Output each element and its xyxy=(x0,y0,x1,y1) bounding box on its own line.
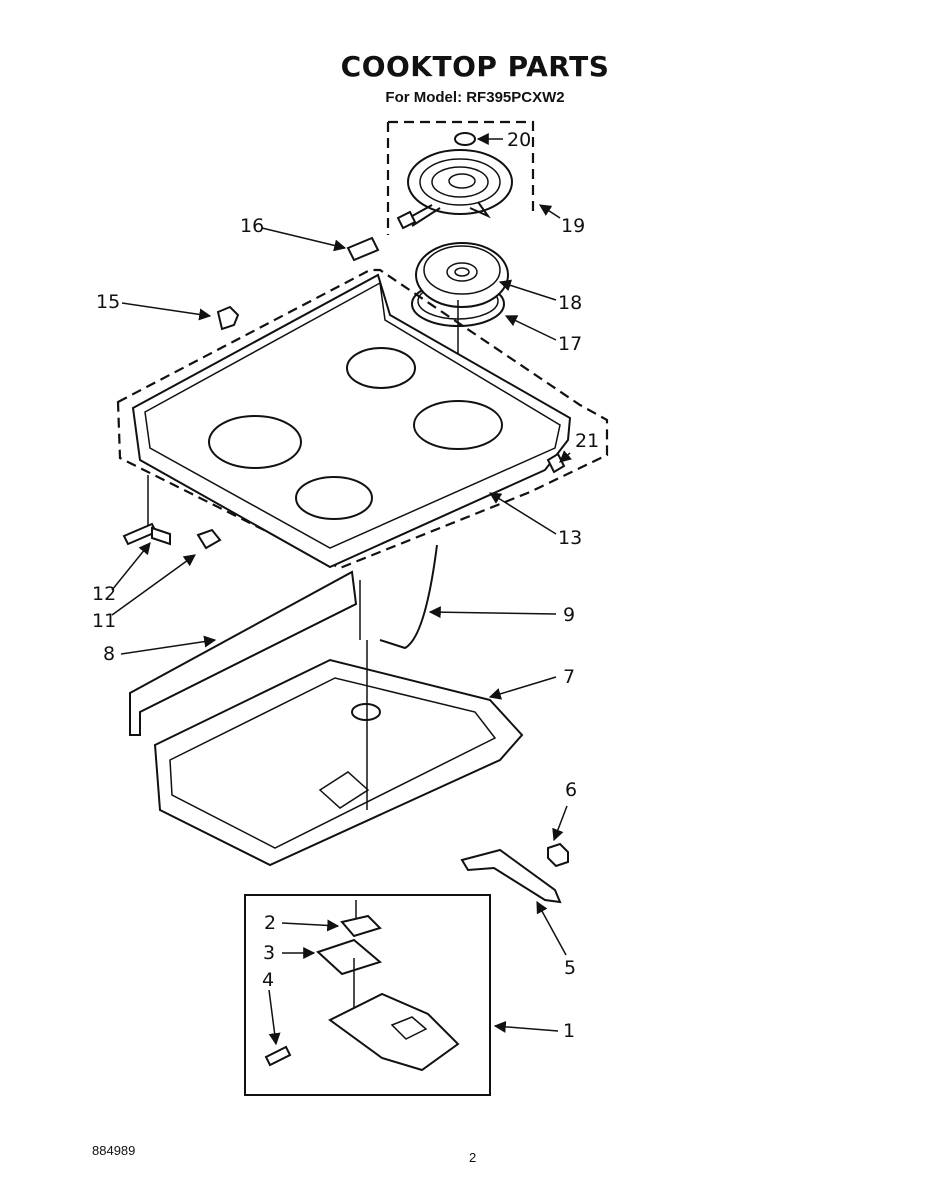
terminal-block xyxy=(346,236,380,262)
switch-assembly-box xyxy=(244,894,491,1096)
callout-19: 19 xyxy=(561,215,585,237)
callout-18: 18 xyxy=(558,292,582,314)
cooktop-main-top xyxy=(116,268,609,570)
callout-3: 3 xyxy=(263,942,275,964)
callout-8: 8 xyxy=(103,643,115,665)
callout-6: 6 xyxy=(565,779,577,801)
rod-part xyxy=(379,544,438,650)
callout-17: 17 xyxy=(558,333,582,355)
small-parts-11-12 xyxy=(122,475,222,550)
drip-bowl-and-trim-ring xyxy=(411,242,509,440)
callout-11: 11 xyxy=(92,610,116,632)
front-panel-strip xyxy=(129,570,358,736)
page-title: COOKTOP PARTS xyxy=(340,50,610,83)
callout-4: 4 xyxy=(262,969,274,991)
block-part xyxy=(547,842,569,868)
callout-5: 5 xyxy=(564,957,576,979)
callout-2: 2 xyxy=(264,912,276,934)
callout-13: 13 xyxy=(558,527,582,549)
callout-20: 20 xyxy=(507,129,531,151)
document-number: 884989 xyxy=(92,1143,136,1158)
page-number: 2 xyxy=(469,1150,477,1165)
surface-element-assembly xyxy=(386,120,535,235)
bracket-part xyxy=(460,848,562,904)
callout-16: 16 xyxy=(240,215,264,237)
callout-12: 12 xyxy=(92,583,116,605)
clip-part xyxy=(216,305,240,331)
callout-9: 9 xyxy=(563,604,575,626)
callout-leaders xyxy=(111,133,573,1046)
callout-labels: 20 19 16 15 18 17 21 13 12 11 8 9 7 6 5 … xyxy=(92,129,599,1042)
callout-7: 7 xyxy=(563,666,575,688)
callout-15: 15 xyxy=(96,291,120,313)
callout-21: 21 xyxy=(575,430,599,452)
callout-1: 1 xyxy=(563,1020,575,1042)
burner-box xyxy=(153,640,524,867)
model-subtitle: For Model: RF395PCXW2 xyxy=(385,89,565,106)
